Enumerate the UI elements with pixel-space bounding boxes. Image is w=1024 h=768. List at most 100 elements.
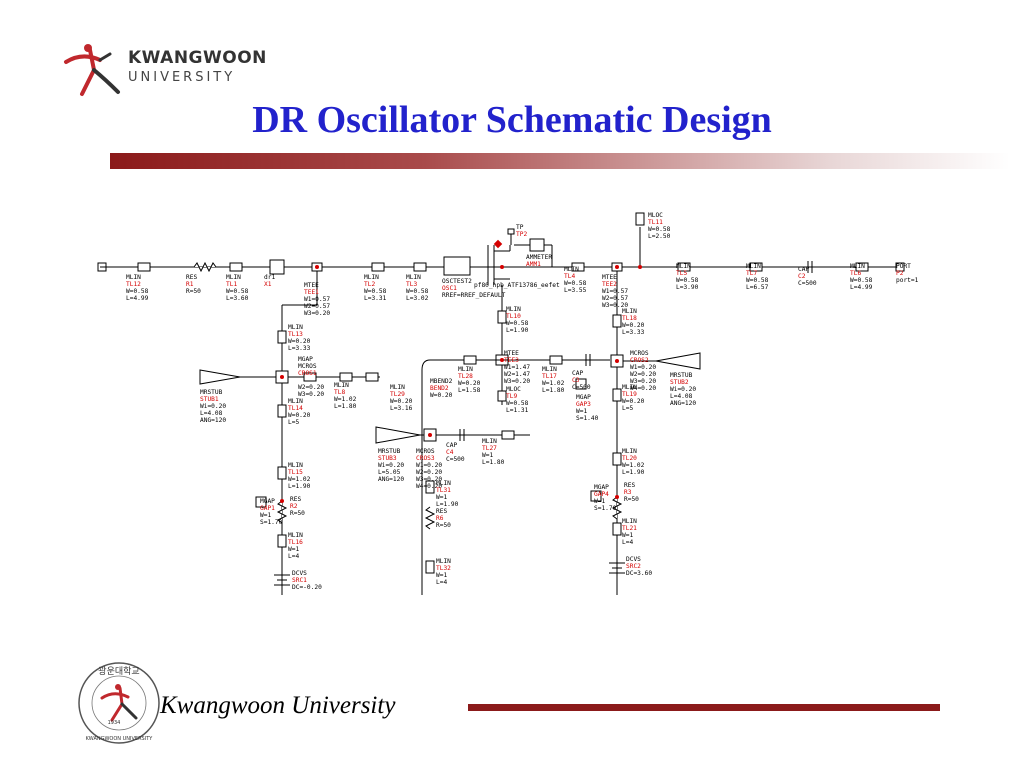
mlin-tl5-id-label: TL5 (676, 270, 687, 277)
mtee-tee3-id-label: TEE3 (504, 357, 519, 364)
mlin-tl10-p2-label: L=1.90 (506, 327, 529, 334)
mlin-tl28-p1-label: W=0.20 (458, 380, 481, 387)
mtee-tee2-p1-label: W1=0.57 (602, 288, 628, 295)
res-r6-p1-label: R=50 (436, 522, 451, 529)
mgap-gap3-type-label: MGAP (576, 394, 591, 401)
mlin-tl28-id-label: TL28 (458, 373, 473, 380)
mlin-tl2-p1-label: W=0.58 (364, 288, 387, 295)
mlin-tl10-id-label: TL10 (506, 313, 521, 320)
mlin-tl4-p2-label: L=3.55 (564, 287, 587, 294)
mlin-tl15-type-label: MLIN (288, 462, 303, 469)
x1-symbol (269, 259, 285, 275)
mlin-tl3-id-label: TL3 (406, 281, 417, 288)
mlin-tl32-p1-label: W=1 (436, 572, 447, 579)
r3-symbol (611, 496, 623, 520)
mrstub-stub1-p3-label: ANG=120 (200, 417, 226, 424)
mlin-tl32-id-label: TL32 (436, 565, 451, 572)
gap2-symbol (303, 372, 317, 382)
mlin-tl7-p1-label: W=0.58 (746, 277, 769, 284)
mloc-tl11-p1-label: W=0.58 (648, 226, 671, 233)
tl4-symbol (571, 262, 585, 272)
logo-name-line2: UNIVERSITY (128, 70, 236, 85)
tl19-symbol (612, 388, 622, 402)
mlin-tl14-p2-label: L=5 (288, 419, 299, 426)
mlin-tl18-p1-label: W=0.20 (622, 322, 645, 329)
mloc-tl9-p2-label: L=1.31 (506, 407, 529, 414)
mrstub-stub3-id-label: STUB3 (378, 455, 397, 462)
dr-x1-id-label: X1 (264, 281, 272, 288)
mlin-tl13-type-label: MLIN (288, 324, 303, 331)
mlin-tl31-p1-label: W=1 (436, 494, 447, 501)
mlin-tl18-p2-label: L=3.33 (622, 329, 645, 336)
mlin-tl6-id-label: TL6 (850, 270, 861, 277)
tl15-symbol (277, 466, 287, 480)
mlin-tl4-p1-label: W=0.58 (564, 280, 587, 287)
mlin-tl28-p2-label: L=1.58 (458, 387, 481, 394)
cap-c3-type-label: CAP (572, 370, 583, 377)
mrstub-stub2-id-label: STUB2 (670, 379, 689, 386)
res-r2-p1-label: R=50 (290, 510, 305, 517)
mcros-cros3-type-label: MCROS (416, 448, 435, 455)
tl27-symbol (501, 430, 515, 440)
tl1-symbol (229, 262, 243, 272)
cap-c2-id-label: C2 (798, 273, 806, 280)
tl32-symbol (425, 560, 435, 574)
mlin-tl16-id-label: TL16 (288, 539, 303, 546)
mlin-tl5-p1-label: W=0.58 (676, 277, 699, 284)
tl2-symbol (371, 262, 385, 272)
tl8-symbol (339, 372, 353, 382)
tl7-symbol (749, 262, 763, 272)
mlin-tl12-p2-label: L=4.99 (126, 295, 149, 302)
mlin-tl6-type-label: MLIN (850, 263, 865, 270)
seal-english-text: KWANGWOON UNIVERSITY (86, 736, 154, 742)
mlin-tl19-id-label: TL19 (622, 391, 637, 398)
mlin-tl31-type-label: MLIN (436, 480, 451, 487)
mlin-tl13-p1-label: W=0.20 (288, 338, 311, 345)
tp2-symbol (507, 228, 515, 235)
res-r2-id-label: R2 (290, 503, 298, 510)
mlin-tl29-p1-label: W=0.20 (390, 398, 413, 405)
tl11-symbol (635, 212, 645, 226)
mlin-tl21-p2-label: L=4 (622, 539, 633, 546)
port-p2-type-label: PORT (896, 263, 911, 270)
mgap-gap4-id-label: GAP4 (594, 491, 609, 498)
mcros-cros3-p1-label: W1=0.20 (416, 462, 442, 469)
mlin-tl13-p2-label: L=3.33 (288, 345, 311, 352)
tp-type-label: TP (516, 224, 524, 231)
stub2-symbol (655, 352, 701, 370)
cap-c3-id-label: C3 (572, 377, 580, 384)
cap-c2-p1-label: C=500 (798, 280, 817, 287)
mlin-tl19-type-label: MLIN (622, 384, 637, 391)
ammeter-type-label: AMMETER (526, 254, 552, 261)
dr-x1-type-label: dr1 (264, 274, 275, 281)
mrstub-stub3-type-label: MRSTUB (378, 448, 401, 455)
tl21-symbol (612, 522, 622, 536)
mlin-tl1-id-label: TL1 (226, 281, 237, 288)
dcvs-src1-p1-label: DC=-0.20 (292, 584, 322, 591)
cap-c3-p1-label: C=500 (572, 384, 591, 391)
mlin-tl31-p2-label: L=1.90 (436, 501, 459, 508)
tl14-symbol (277, 404, 287, 418)
mlin-tl21-type-label: MLIN (622, 518, 637, 525)
dcvs-src2-id-label: SRC2 (626, 563, 641, 570)
mtee-tee3-p1-label: W1=1.47 (504, 364, 530, 371)
mlin-tl3-p2-label: L=3.02 (406, 295, 429, 302)
mgap-gap4-type-label: MGAP (594, 484, 609, 491)
cap-c4-id-label: C4 (446, 449, 454, 456)
mlin-tl16-p2-label: L=4 (288, 553, 299, 560)
tl5-symbol (677, 262, 691, 272)
mlin-tl12-type-label: MLIN (126, 274, 141, 281)
mtee-tee3-p3-label: W3=0.20 (504, 378, 530, 385)
seal-korean-text: 광운대학교 (98, 665, 139, 677)
stub3-symbol (375, 426, 421, 444)
mgap-gap4-p1-label: W=1 (594, 498, 605, 505)
res-r6-id-label: R6 (436, 515, 444, 522)
gap4-symbol (590, 490, 602, 502)
mcros-cros2-p4-label: W4=0.20 (630, 385, 656, 392)
res-r3-p1-label: R=50 (624, 496, 639, 503)
gap1-symbol (255, 496, 267, 508)
tl12-symbol (137, 262, 151, 272)
oscillator-schematic: MLIN TL12 W=0.58 L=4.99 RES R1 R=50 MLIN… (97, 212, 919, 595)
mlin-tl20-p2-label: L=1.90 (622, 469, 645, 476)
mlin-tl1-p1-label: W=0.58 (226, 288, 249, 295)
